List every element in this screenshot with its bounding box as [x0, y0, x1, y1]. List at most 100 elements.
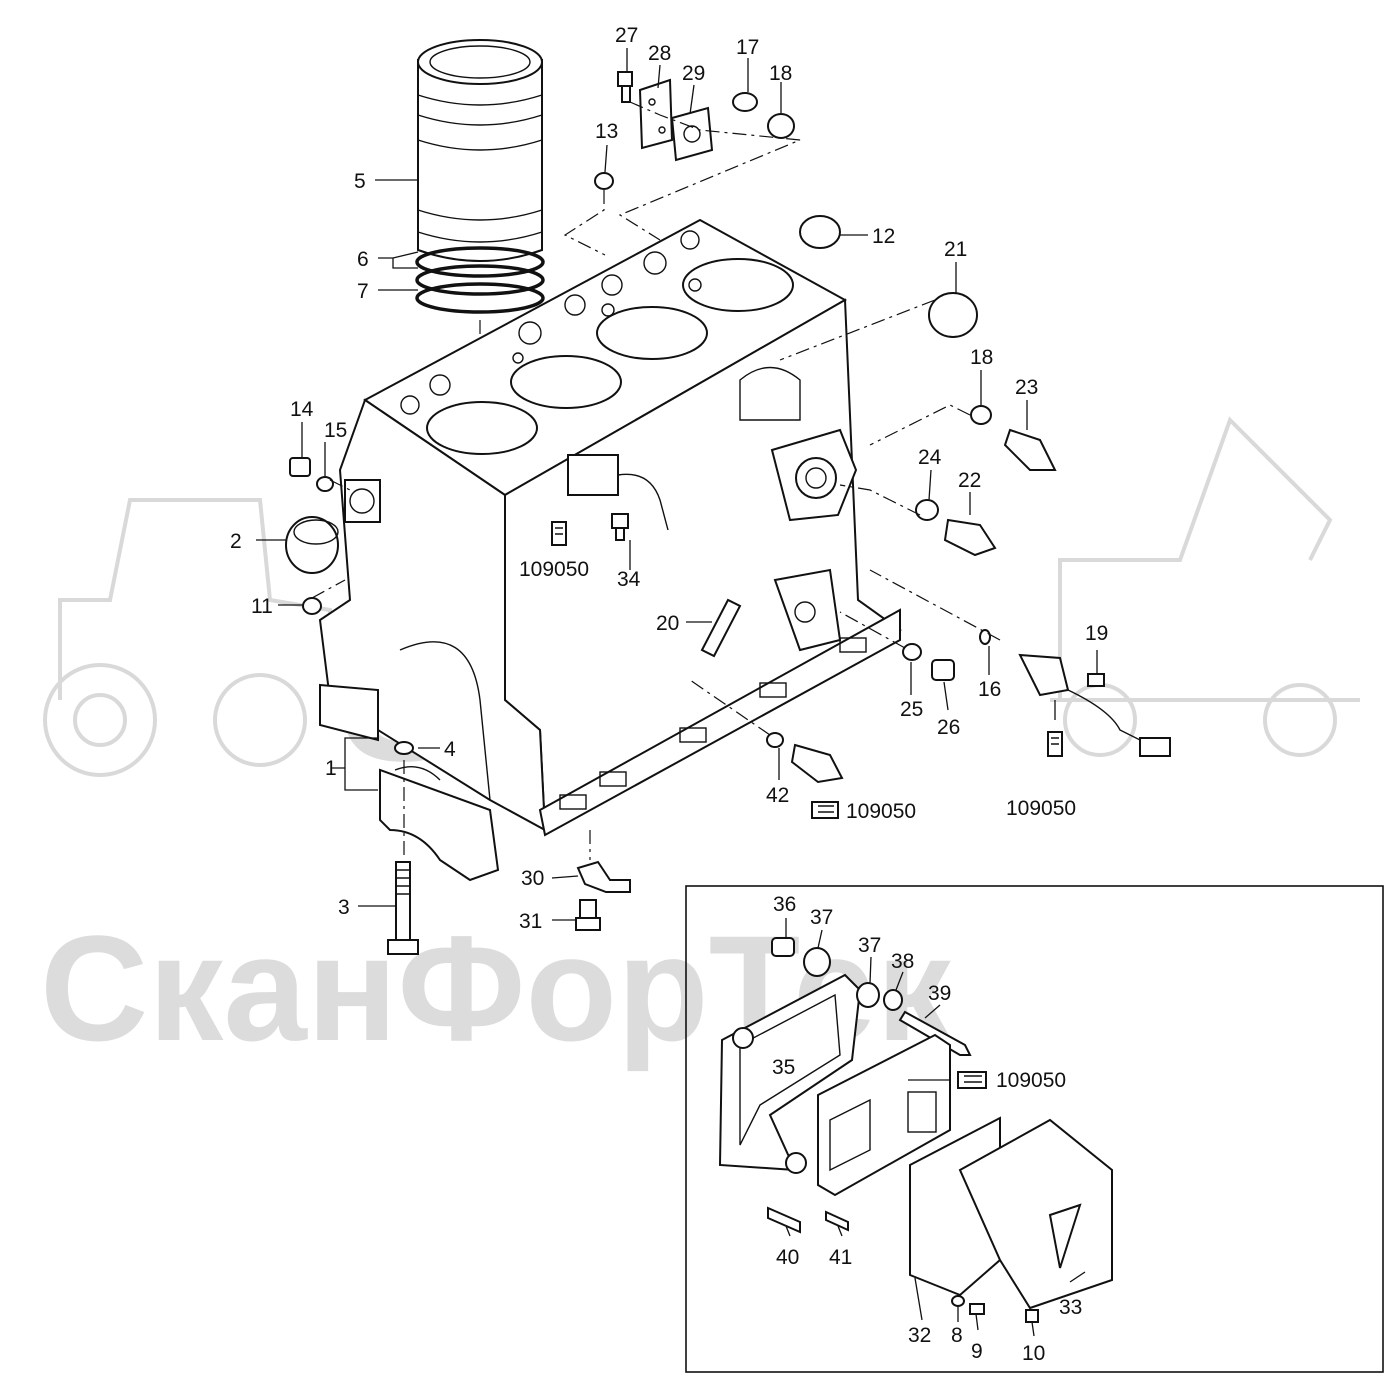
callout-35: 35: [772, 1056, 795, 1079]
callout-29: 29: [682, 62, 705, 85]
sensor-part-19: [1018, 653, 1171, 757]
seal-part-12: [799, 215, 841, 249]
callout-19: 19: [1085, 622, 1108, 645]
sensor-part-42-body: [790, 743, 844, 784]
callout-34: 34: [617, 568, 641, 591]
callout-30: 30: [521, 867, 544, 890]
bolt-part-40: [767, 1206, 801, 1234]
callout-21: 21: [944, 238, 967, 261]
seal-part-11: [302, 597, 322, 615]
callout-32: 32: [908, 1324, 931, 1347]
reference-code-3[interactable]: 109050: [1006, 797, 1076, 820]
callout-25: 25: [900, 698, 923, 721]
bolt-part-3: [387, 861, 419, 955]
callout-28: 28: [648, 42, 671, 65]
engine-block: [318, 218, 902, 837]
leader-lines: [256, 48, 1098, 1337]
reference-code-4[interactable]: 109050: [996, 1069, 1066, 1092]
washer-part-38: [883, 989, 903, 1011]
pointing-hand-icon: [551, 521, 567, 546]
callout-26: 26: [937, 716, 960, 739]
pin-part-20: [700, 598, 742, 658]
callout-37a: 37: [810, 906, 833, 929]
callout-13: 13: [595, 120, 618, 143]
callout-18b: 18: [970, 346, 993, 369]
callout-27: 27: [615, 24, 638, 47]
seal-part-24: [915, 499, 939, 521]
seal-part-18b: [970, 405, 992, 425]
sensor-part-23: [1003, 428, 1057, 471]
callout-37b: 37: [858, 934, 881, 957]
cylinder-liner: [417, 39, 543, 262]
callout-5: 5: [354, 170, 366, 193]
nozzle-part-30: [576, 860, 631, 893]
gasket-part-29: [670, 106, 714, 162]
plug-part-17: [732, 92, 758, 112]
callout-8: 8: [951, 1324, 963, 1347]
seal-part-25: [902, 643, 922, 661]
callout-10: 10: [1022, 1342, 1045, 1365]
callout-33: 33: [1059, 1296, 1082, 1319]
piston-rings: [415, 246, 545, 314]
callout-31: 31: [519, 910, 542, 933]
reference-code-1[interactable]: 109050: [519, 558, 589, 581]
callout-7: 7: [357, 280, 369, 303]
callout-14: 14: [290, 398, 314, 421]
grommet-part-37a: [803, 947, 831, 977]
bolt-part-34: [611, 513, 629, 541]
bolt-part-41: [825, 1210, 849, 1232]
washer-part-8: [951, 1295, 965, 1307]
watermark-excavator-icon: [1050, 416, 1360, 757]
callout-39: 39: [928, 982, 951, 1005]
callout-36: 36: [773, 893, 796, 916]
callout-17: 17: [736, 36, 759, 59]
plate-part-28: [638, 78, 674, 150]
callout-42: 42: [766, 784, 789, 807]
reference-links: 109050 109050 109050 109050: [519, 521, 1076, 1092]
plug-part-14: [289, 457, 311, 477]
assembly-lines: [311, 101, 1001, 860]
bolt-part-27: [617, 71, 633, 103]
bolt-part-31: [575, 899, 601, 931]
plug-part-26: [931, 659, 955, 681]
plug-part-2: [285, 516, 339, 574]
callout-15: 15: [324, 419, 347, 442]
callout-1: 1: [325, 757, 337, 780]
cover-part-33: [958, 1118, 1113, 1310]
reference-code-2[interactable]: 109050: [846, 800, 916, 823]
pointing-hand-icon: [957, 1071, 987, 1089]
callout-11: 11: [251, 595, 273, 618]
callout-22: 22: [958, 469, 981, 492]
callout-18a: 18: [769, 62, 792, 85]
callout-12: 12: [872, 225, 895, 248]
callout-3: 3: [338, 896, 350, 919]
screw-part-9: [969, 1303, 985, 1315]
pointing-hand-icon: [811, 801, 839, 819]
callout-2: 2: [230, 530, 242, 553]
bolt-part-39: [898, 1010, 972, 1056]
callout-labels: 1 2 3 4 5 6 7 8 9 10 11 12 13 14 15 16 1…: [230, 24, 1108, 1365]
main-bearing-cap: [319, 683, 500, 882]
callout-4: 4: [444, 738, 456, 761]
grommet-part-37b: [856, 982, 880, 1008]
callout-9: 9: [971, 1340, 983, 1363]
ecu-module: [817, 1033, 951, 1197]
mounting-bracket-part-35: [718, 973, 862, 1174]
callout-38: 38: [891, 950, 914, 973]
nut-part-4: [394, 741, 414, 755]
callout-20: 20: [656, 612, 679, 635]
callout-16: 16: [978, 678, 1001, 701]
seal-part-21: [928, 292, 978, 338]
ecu-detail-inset: [685, 885, 1384, 1373]
callout-41: 41: [829, 1246, 852, 1269]
seal-part-15: [316, 476, 334, 492]
callout-40: 40: [776, 1246, 799, 1269]
pointing-hand-icon: [1047, 731, 1063, 757]
inset-frame: [685, 885, 1384, 1373]
sensor-part-22: [943, 518, 997, 557]
bushing-part-36: [771, 937, 795, 957]
callout-6: 6: [357, 248, 369, 271]
plug-part-13: [594, 172, 614, 190]
screw-part-10: [1025, 1309, 1039, 1323]
